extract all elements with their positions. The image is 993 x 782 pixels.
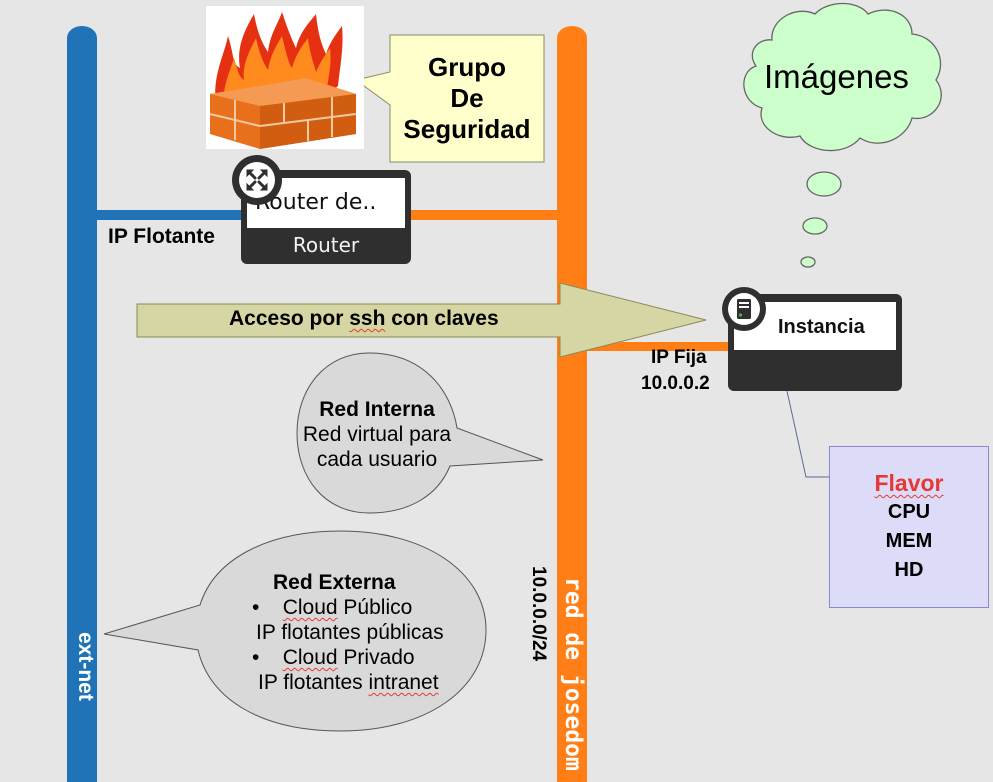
line4-intranet: intranet — [368, 671, 439, 694]
bullet-icon: • — [252, 596, 260, 619]
floating-ip-label: IP Flotante — [108, 225, 215, 248]
external-network-bullet1: • Cloud Público — [252, 595, 412, 620]
ssh-access-label: Acceso por ssh con claves — [229, 307, 499, 331]
internal-network-title: Red Interna — [319, 398, 435, 421]
flavor-connector — [786, 390, 829, 478]
images-cloud — [743, 2, 942, 268]
internal-network-bubble — [296, 352, 544, 514]
instance-title: Instancia — [778, 316, 865, 338]
fixed-ip-value: 10.0.0.2 — [641, 373, 710, 394]
internal-net-bar — [557, 26, 587, 782]
images-label: Imágenes — [764, 58, 909, 95]
internal-net-name: red de josedom — [560, 577, 586, 771]
flavor-box: Flavor CPU MEM HD — [829, 446, 989, 608]
internal-network-text: Red Interna Red virtual para cada usuari… — [292, 397, 462, 472]
security-group-callout — [354, 34, 545, 163]
firewall-icon — [206, 6, 364, 149]
external-network-title: Red Externa — [273, 571, 396, 594]
security-group-line3: Seguridad — [403, 114, 531, 144]
ext-net-bar — [67, 26, 97, 782]
external-network-bubble — [103, 530, 487, 732]
instance-link — [587, 342, 733, 351]
server-icon — [722, 287, 766, 331]
external-network-line2: IP flotantes públicas — [256, 621, 444, 644]
internal-net-cidr: 10.0.0.0/24 — [528, 566, 549, 662]
bullet1-cloud: Cloud — [282, 596, 338, 619]
router-icon — [232, 155, 282, 205]
bullet-icon: • — [252, 646, 260, 669]
internal-network-line2: cada usuario — [316, 448, 438, 471]
ext-net-label: ext-net — [74, 632, 97, 701]
flavor-mem: MEM — [885, 530, 933, 552]
router-node[interactable]: Router de.. Router — [241, 170, 411, 264]
router-ext-link — [97, 210, 243, 220]
bullet1-suffix: Público — [337, 596, 413, 619]
external-network-bullet2: • Cloud Privado — [252, 645, 415, 670]
internal-network-line1: Red virtual para — [302, 423, 452, 446]
router-subtitle: Router — [292, 233, 360, 257]
security-group-line2: De — [450, 83, 484, 113]
external-network-line4: IP flotantes intranet — [258, 670, 439, 695]
ssh-access-arrow — [136, 282, 707, 358]
fixed-ip-label: IP Fija — [651, 347, 707, 368]
flavor-cpu: CPU — [887, 501, 931, 523]
flavor-hd: HD — [894, 559, 924, 581]
security-group-line1: Grupo — [428, 52, 506, 82]
bullet2-cloud: Cloud — [282, 646, 338, 669]
ssh-label-ssh: ssh — [349, 307, 386, 330]
flavor-title: Flavor — [874, 470, 944, 496]
ssh-label-suffix: con claves — [385, 307, 499, 330]
bullet2-suffix: Privado — [337, 646, 415, 669]
router-int-link — [410, 210, 558, 220]
line4-prefix: IP flotantes — [258, 671, 369, 694]
ssh-label-prefix: Acceso por — [229, 307, 350, 330]
security-group-label: Grupo De Seguridad — [390, 35, 544, 162]
